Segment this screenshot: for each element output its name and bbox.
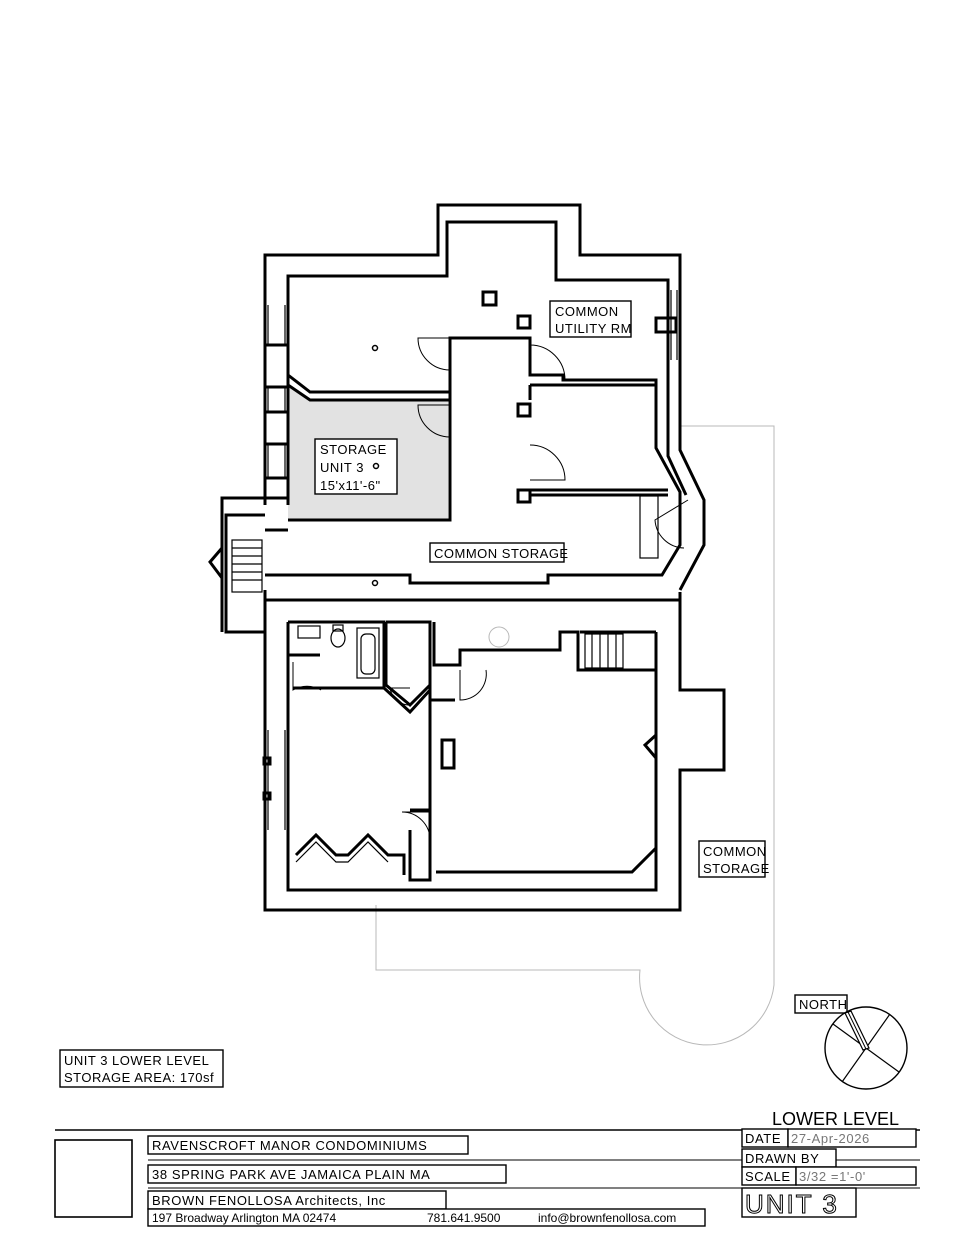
title-block: LOWER LEVEL RAVENSCROFT MANOR CONDOMINIU… xyxy=(54,1109,920,1227)
firm-phone: 781.641.9500 xyxy=(427,1211,501,1225)
storage-label-line3: 15'x11'-6" xyxy=(320,478,381,493)
firm-email: info@brownfenollosa.com xyxy=(538,1211,676,1225)
drawn-by-label: DRAWN BY xyxy=(745,1151,819,1166)
room-label-common-storage: COMMON STORAGE xyxy=(429,542,569,563)
project-name: RAVENSCROFT MANOR CONDOMINIUMS xyxy=(152,1138,427,1153)
firm-name: BROWN FENOLLOSA Architects, Inc xyxy=(152,1193,386,1208)
north-arrow: NORTH xyxy=(794,994,908,1090)
utility-label-line2: UTILITY RM xyxy=(555,321,632,336)
common-storage-label: COMMON STORAGE xyxy=(434,546,569,561)
common-storage-east-line2: STORAGE xyxy=(703,861,770,876)
exterior-walls xyxy=(220,203,726,912)
project-address: 38 SPRING PARK AVE JAMAICA PLAIN MA xyxy=(152,1167,430,1182)
storage-label-line1: STORAGE xyxy=(320,442,387,457)
sheet-title: LOWER LEVEL xyxy=(772,1109,899,1129)
site-outline xyxy=(375,425,775,1046)
utility-label-line1: COMMON xyxy=(555,304,619,319)
storage-label-line2: UNIT 3 xyxy=(320,460,364,475)
room-label-utility: COMMON UTILITY RM xyxy=(549,300,632,338)
unit-number: UNIT 3 xyxy=(745,1189,839,1219)
room-label-storage-unit: STORAGE UNIT 3 15'x11'-6" xyxy=(314,438,398,495)
date-label: DATE xyxy=(745,1131,781,1146)
entry-stair xyxy=(208,539,263,593)
scale-label: SCALE xyxy=(745,1169,791,1184)
area-note-line2: STORAGE AREA: 170sf xyxy=(64,1070,214,1085)
scale-value: 3/32 =1'-0' xyxy=(799,1169,866,1184)
north-features xyxy=(267,290,678,587)
north-label: NORTH xyxy=(799,997,847,1012)
area-note: UNIT 3 LOWER LEVEL STORAGE AREA: 170sf xyxy=(59,1049,224,1088)
room-label-common-storage-east: COMMON STORAGE xyxy=(698,840,770,878)
south-interiors xyxy=(262,620,658,882)
firm-address: 197 Broadway Arlington MA 02474 xyxy=(152,1211,336,1225)
area-note-line1: UNIT 3 LOWER LEVEL xyxy=(64,1053,209,1068)
date-value: 27-Apr-2026 xyxy=(791,1131,870,1146)
common-storage-east-line1: COMMON xyxy=(703,844,767,859)
